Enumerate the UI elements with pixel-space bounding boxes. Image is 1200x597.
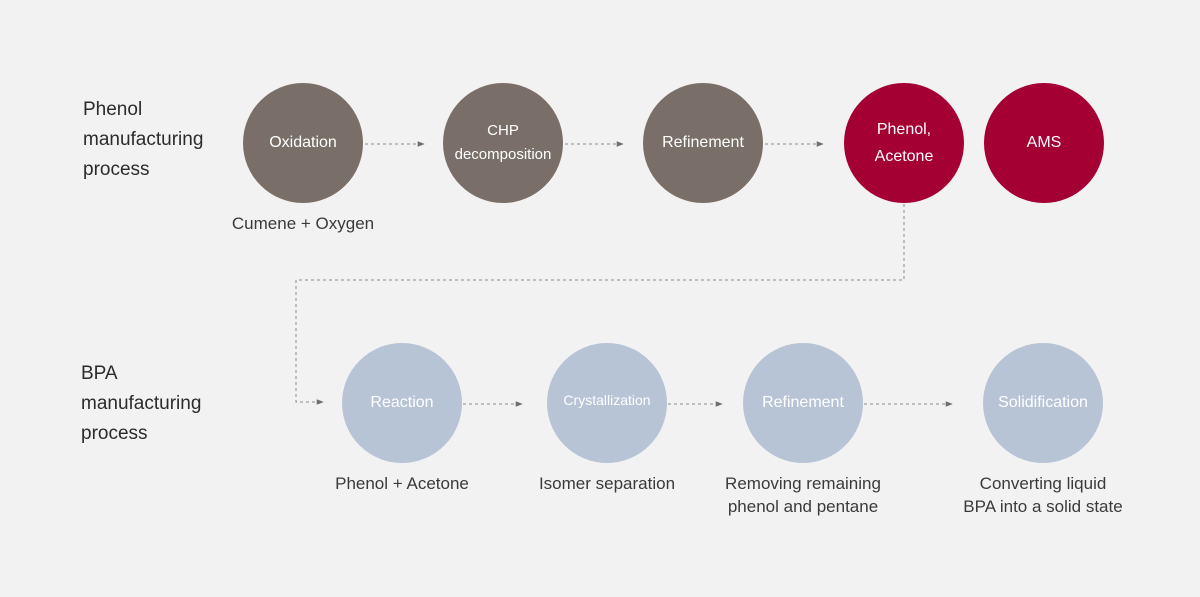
step-phenol-refinement: Refinement bbox=[643, 83, 763, 203]
step-reaction-label: Reaction bbox=[370, 394, 434, 411]
step-phenol-refinement-label: Refinement bbox=[662, 134, 744, 151]
caption-removing-phenol-pentane: Removing remaining phenol and pentane bbox=[725, 474, 881, 516]
step-bpa-refinement: Refinement bbox=[743, 343, 863, 463]
phenol-process-label: Phenol manufacturing process bbox=[83, 99, 204, 180]
step-oxidation: Oxidation bbox=[243, 83, 363, 203]
step-chp-decomposition-label: CHP decomposition bbox=[454, 122, 552, 163]
product-ams: AMS bbox=[984, 83, 1104, 203]
step-crystallization: Crystallization bbox=[547, 343, 667, 463]
caption-phenol-acetone: Phenol + Acetone bbox=[335, 474, 469, 493]
product-ams-label: AMS bbox=[1026, 134, 1062, 151]
step-oxidation-label: Oxidation bbox=[269, 134, 337, 151]
link-phenol-to-bpa bbox=[295, 204, 905, 405]
step-chp-decomposition: CHP decomposition bbox=[443, 83, 563, 203]
step-reaction: Reaction bbox=[342, 343, 462, 463]
product-phenol-acetone-label: Phenol, Acetone bbox=[874, 121, 934, 165]
step-solidification-label: Solidification bbox=[998, 394, 1088, 411]
step-crystallization-label: Crystallization bbox=[563, 392, 651, 408]
step-bpa-refinement-label: Refinement bbox=[762, 394, 844, 411]
caption-solidification-detail: Converting liquid BPA into a solid state bbox=[963, 474, 1123, 516]
caption-isomer-separation: Isomer separation bbox=[538, 474, 676, 493]
step-solidification: Solidification bbox=[983, 343, 1103, 463]
bpa-process-label: BPA manufacturing process bbox=[81, 363, 202, 444]
product-phenol-acetone: Phenol, Acetone bbox=[844, 83, 964, 203]
caption-cumene-oxygen: Cumene + Oxygen bbox=[231, 214, 375, 233]
